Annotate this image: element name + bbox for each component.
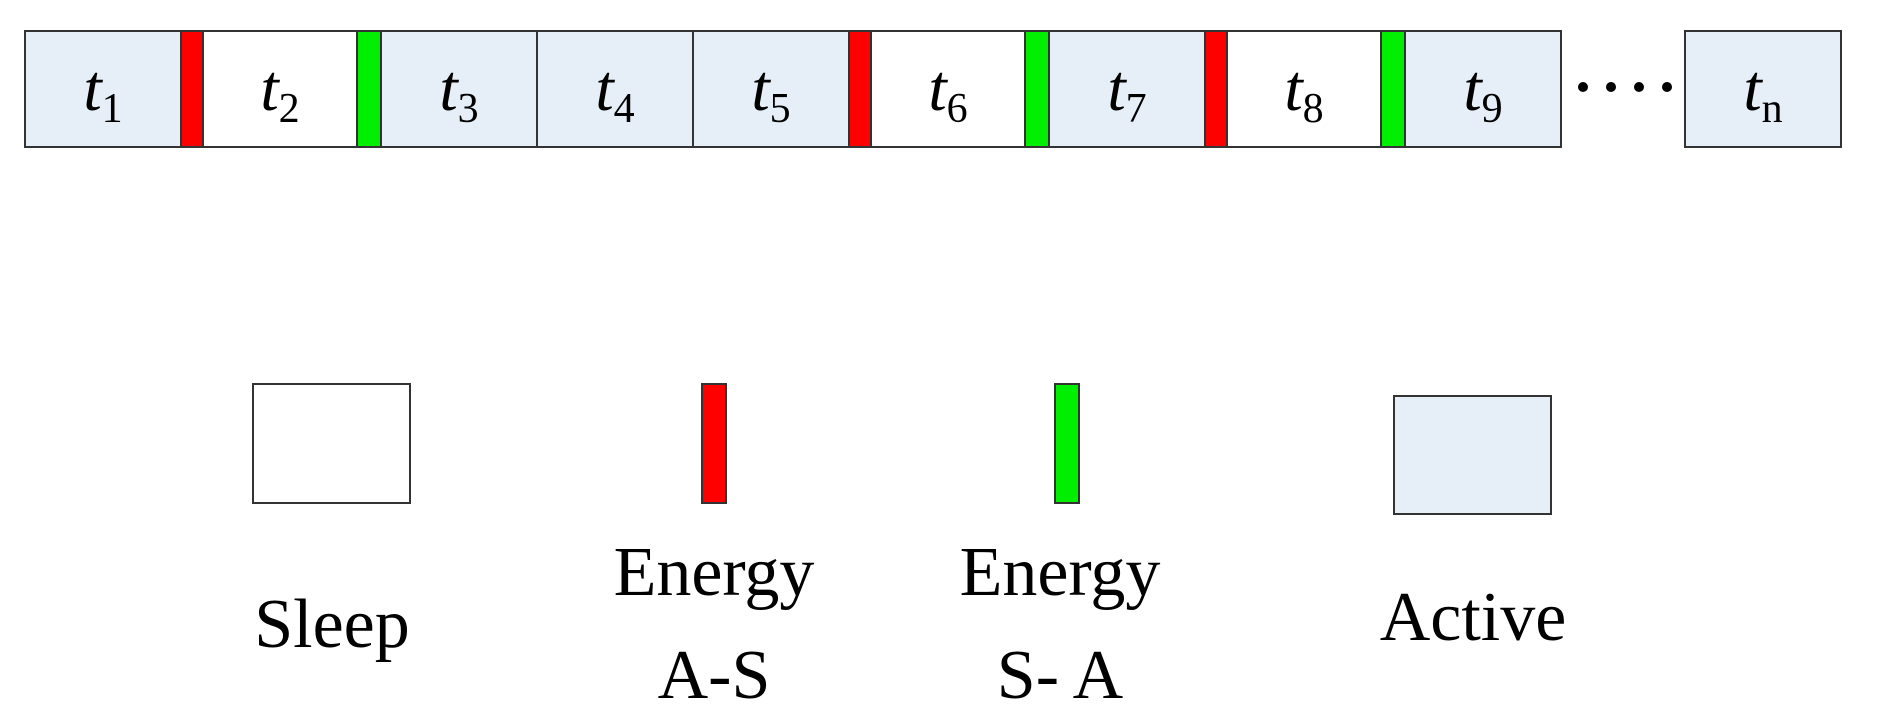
transition-energy-as xyxy=(848,30,872,148)
timeslot-label: t5 xyxy=(751,52,791,132)
legend-energy-as-line1: Energy xyxy=(613,534,815,611)
timeslot-active: t1 xyxy=(24,30,182,148)
timeline-bar: t1 t2 t3 t4 t5 t6 t7 t8 t9 tn xyxy=(0,0,1883,160)
timeslot-active: t4 xyxy=(536,30,694,148)
transition-energy-sa xyxy=(1380,30,1406,148)
legend-energy-as-swatch xyxy=(701,383,727,504)
timeslot-subscript: 3 xyxy=(457,85,479,132)
timeslot-label: t3 xyxy=(439,52,479,132)
timeslot-label: t6 xyxy=(928,52,968,132)
timeslot-active: t5 xyxy=(692,30,850,148)
transition-energy-as xyxy=(1204,30,1228,148)
legend-energy-sa-swatch xyxy=(1054,383,1080,504)
timeslot-sleep: t8 xyxy=(1226,30,1382,148)
timeslot-subscript: 4 xyxy=(613,85,635,132)
ellipsis-dot xyxy=(1634,82,1644,92)
timeslot-label: t7 xyxy=(1107,52,1147,132)
timeslot-active: t7 xyxy=(1048,30,1206,148)
timeslot-subscript: 1 xyxy=(101,85,123,132)
timeslot-sleep: t2 xyxy=(202,30,358,148)
timeslot-subscript: 2 xyxy=(278,85,300,132)
legend-energy-as-line2: A-S xyxy=(657,637,771,714)
transition-energy-sa xyxy=(356,30,382,148)
timeslot-label: t8 xyxy=(1284,52,1324,132)
timeslot-subscript: 8 xyxy=(1302,85,1324,132)
timeslot-label: t2 xyxy=(260,52,300,132)
timeslot-subscript: 5 xyxy=(769,85,791,132)
timeslot-label: t1 xyxy=(83,52,123,132)
legend-sleep-label: Sleep xyxy=(254,586,410,663)
legend-sleep-swatch xyxy=(252,383,411,504)
timeslot-subscript: 7 xyxy=(1125,85,1147,132)
transition-energy-as xyxy=(180,30,204,148)
transition-energy-sa xyxy=(1024,30,1050,148)
timeslot-active: t9 xyxy=(1404,30,1562,148)
timeslot-label: tn xyxy=(1743,52,1783,132)
timeslot-sleep: t6 xyxy=(870,30,1026,148)
timeslot-active: tn xyxy=(1684,30,1842,148)
timeline-ellipsis xyxy=(1560,82,1684,92)
legend-energy-sa-line1: Energy xyxy=(959,534,1161,611)
timeslot-active: t3 xyxy=(380,30,538,148)
timeslot-subscript: n xyxy=(1761,85,1783,132)
ellipsis-dot xyxy=(1578,82,1588,92)
timeslot-subscript: 9 xyxy=(1481,85,1503,132)
timeslot-label: t9 xyxy=(1463,52,1503,132)
legend-active-swatch xyxy=(1393,395,1552,515)
legend-energy-sa-line2: S- A xyxy=(996,637,1124,714)
timeslot-subscript: 6 xyxy=(946,85,968,132)
legend-active-label: Active xyxy=(1379,579,1567,656)
ellipsis-dot xyxy=(1662,82,1672,92)
ellipsis-dot xyxy=(1606,82,1616,92)
timeslot-label: t4 xyxy=(595,52,635,132)
